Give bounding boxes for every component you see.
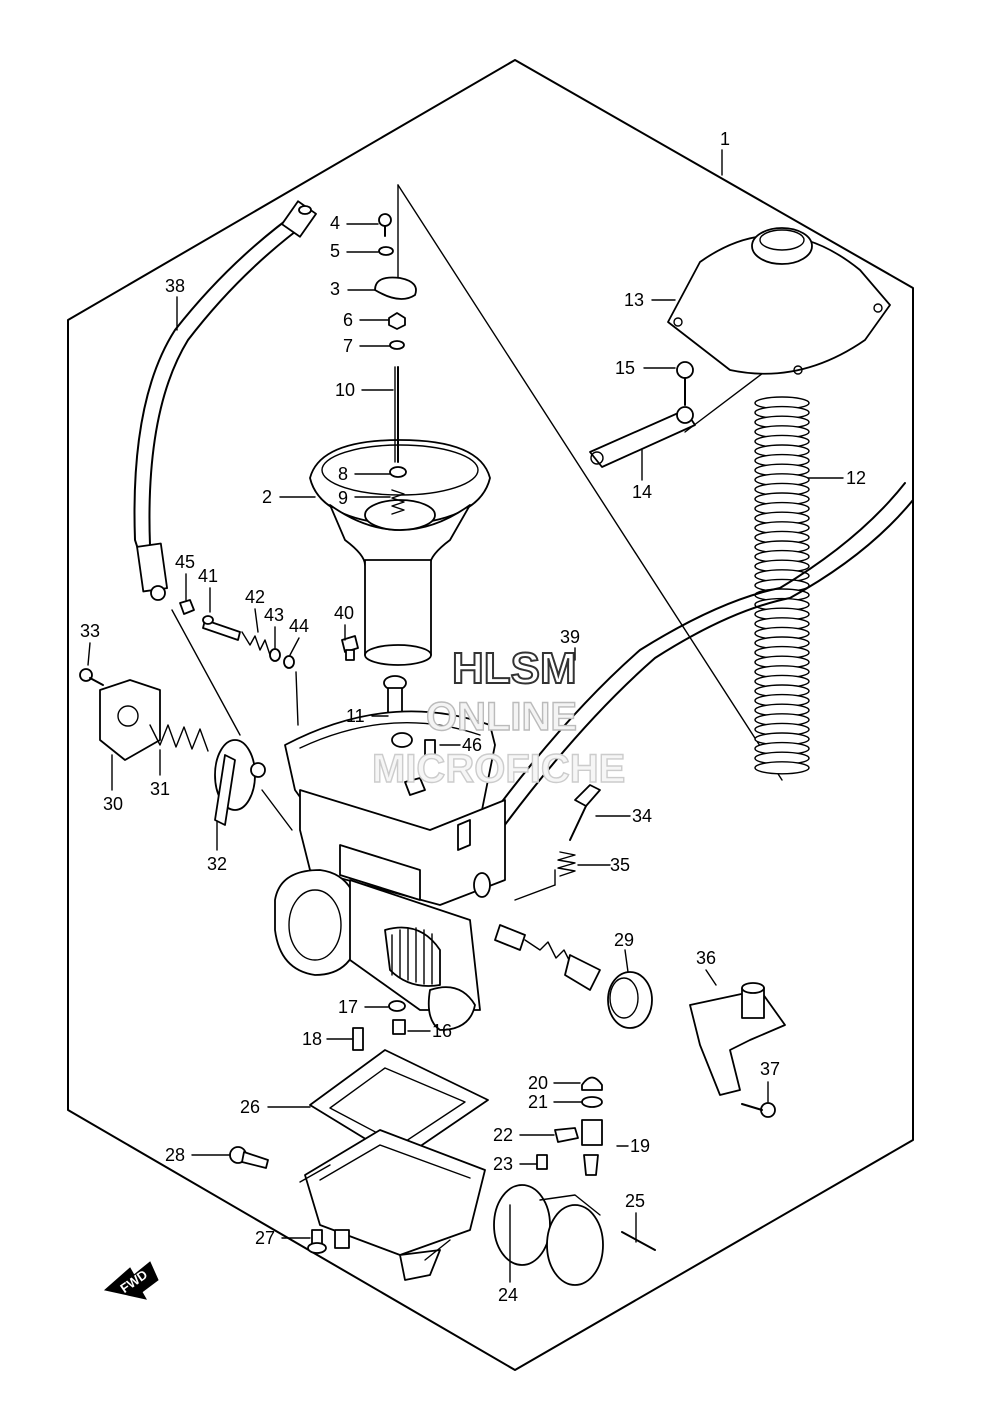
callout-34: 34 — [632, 806, 652, 826]
spring-12 — [754, 396, 810, 775]
callout-17: 17 — [338, 997, 358, 1017]
screw-37 — [741, 1102, 776, 1118]
callout-18: 18 — [302, 1029, 322, 1049]
jets-16-18 — [352, 1000, 406, 1051]
diaphragm-piston-2 — [309, 439, 491, 666]
choke-29 — [494, 924, 653, 1029]
callout-30: 30 — [103, 794, 123, 814]
screw-40 — [341, 635, 359, 661]
callout-7: 7 — [343, 336, 353, 356]
screw-27 — [307, 1229, 327, 1254]
callout-19: 19 — [630, 1136, 650, 1156]
assembly-boundary — [67, 59, 914, 1371]
callout-23: 23 — [493, 1154, 513, 1174]
callout-44: 44 — [289, 616, 309, 636]
callout-3: 3 — [330, 279, 340, 299]
callout-20: 20 — [528, 1073, 548, 1093]
float-pin-25 — [621, 1231, 656, 1251]
callout-5: 5 — [330, 241, 340, 261]
callout-8: 8 — [338, 464, 348, 484]
diaphragm-32 — [214, 739, 266, 826]
callout-labels: 1234567891011121314151617181920212223242… — [80, 129, 866, 1305]
leader-lines — [87, 149, 844, 1283]
callout-32: 32 — [207, 854, 227, 874]
screw-15 — [676, 361, 694, 406]
leader-42 — [254, 608, 259, 633]
watermark-line2: ONLINE — [426, 695, 577, 739]
callout-42: 42 — [245, 587, 265, 607]
callout-37: 37 — [760, 1059, 780, 1079]
callout-33: 33 — [80, 621, 100, 641]
screw-33 — [79, 668, 104, 686]
alignment-lines — [171, 609, 556, 1261]
callout-22: 22 — [493, 1125, 513, 1145]
callout-38: 38 — [165, 276, 185, 296]
spring-coil — [754, 761, 810, 775]
callout-25: 25 — [625, 1191, 645, 1211]
callout-43: 43 — [264, 605, 284, 625]
callout-39: 39 — [560, 627, 580, 647]
throttle-stop-34 — [569, 784, 601, 841]
callout-12: 12 — [846, 468, 866, 488]
float-bowl — [304, 1129, 486, 1281]
float-valve-19-23 — [536, 1076, 603, 1176]
fwd-arrow-badge: FWD — [103, 1261, 159, 1300]
callout-36: 36 — [696, 948, 716, 968]
subassembly-line — [397, 184, 783, 781]
callout-41: 41 — [198, 566, 218, 586]
leader-29 — [624, 949, 629, 973]
callout-13: 13 — [624, 290, 644, 310]
pilot-jet-46 — [424, 739, 436, 757]
leader-44 — [289, 637, 300, 656]
callout-1: 1 — [720, 129, 730, 149]
callout-28: 28 — [165, 1145, 185, 1165]
watermark: HLSM ONLINE MICROFICHE — [371, 643, 626, 792]
leader-33 — [87, 642, 91, 666]
callout-4: 4 — [330, 213, 340, 233]
callout-14: 14 — [632, 482, 652, 502]
callout-21: 21 — [528, 1092, 548, 1112]
watermark-line3: MICROFICHE — [372, 747, 625, 791]
callout-16: 16 — [432, 1021, 452, 1041]
leader-36 — [705, 969, 717, 986]
callout-15: 15 — [615, 358, 635, 378]
callout-35: 35 — [610, 855, 630, 875]
spring-35 — [557, 851, 576, 877]
callout-6: 6 — [343, 310, 353, 330]
pump-cover-30 — [99, 679, 161, 761]
needle-hardware — [374, 213, 417, 515]
callout-10: 10 — [335, 380, 355, 400]
callout-45: 45 — [175, 552, 195, 572]
callout-31: 31 — [150, 779, 170, 799]
watermark-line1: HLSM — [452, 644, 577, 693]
callout-9: 9 — [338, 488, 348, 508]
callout-46: 46 — [462, 735, 482, 755]
callout-40: 40 — [334, 603, 354, 623]
top-cap — [667, 227, 891, 375]
floats-24 — [493, 1184, 604, 1286]
screw-28 — [229, 1146, 269, 1169]
throttle-cable-38 — [133, 200, 317, 601]
callout-26: 26 — [240, 1097, 260, 1117]
callout-11: 11 — [346, 706, 365, 726]
vent-tube-39 — [474, 482, 914, 846]
spring-31 — [149, 724, 209, 752]
bracket-36 — [689, 982, 786, 1096]
plate-14 — [589, 406, 696, 468]
callout-27: 27 — [255, 1228, 275, 1248]
callout-2: 2 — [262, 487, 272, 507]
callout-29: 29 — [614, 930, 634, 950]
carburetor-body — [274, 710, 506, 1031]
callout-24: 24 — [498, 1285, 518, 1305]
pilot-screw-41-45 — [179, 599, 295, 669]
